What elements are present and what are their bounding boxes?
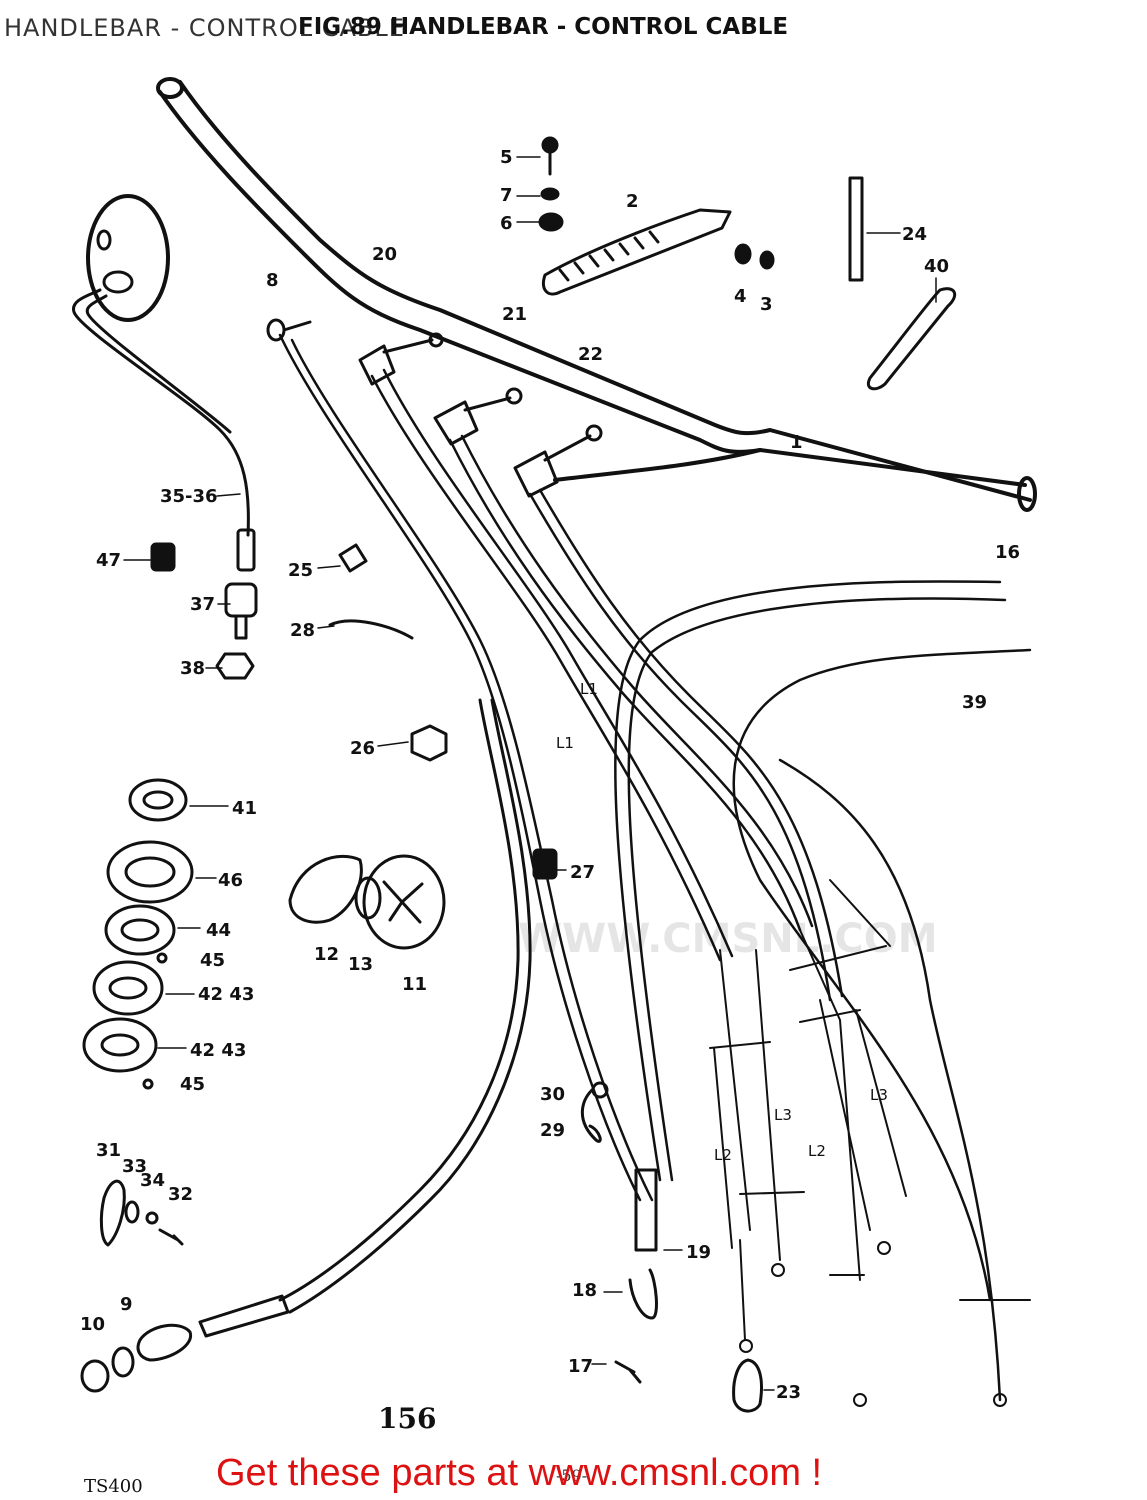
label-part-2: 2 <box>626 191 639 212</box>
switch-assembly <box>288 854 446 950</box>
label-part-38: 38 <box>180 658 205 679</box>
label-length-l3-a: L3 <box>774 1106 792 1124</box>
label-part-18: 18 <box>572 1280 597 1301</box>
label-length-l2-b: L2 <box>808 1142 826 1160</box>
mirror-assembly <box>72 194 258 680</box>
label-part-5: 5 <box>500 147 513 168</box>
label-length-l2-a: L2 <box>714 1146 732 1164</box>
label-part-42-43-lower: 42 43 <box>190 1040 246 1061</box>
figure-caption: FIG.89 HANDLEBAR - CONTROL CABLE <box>298 14 789 40</box>
watermark: WWW.CMSNL.COM <box>518 916 938 962</box>
label-part-6: 6 <box>500 213 513 234</box>
label-part-35-36: 35-36 <box>160 486 218 507</box>
label-part-45-lower: 45 <box>180 1074 205 1095</box>
label-part-17: 17 <box>568 1356 593 1377</box>
promo-link-text[interactable]: Get these parts at www.cmsnl.com ! <box>216 1452 823 1494</box>
label-part-42-43-upper: 42 43 <box>198 984 254 1005</box>
label-part-26: 26 <box>350 738 375 759</box>
label-length-l3-b: L3 <box>870 1086 888 1104</box>
label-part-1: 1 <box>790 432 803 453</box>
label-part-46: 46 <box>218 870 243 891</box>
label-part-40: 40 <box>924 256 949 277</box>
label-part-12: 12 <box>314 944 339 965</box>
label-part-27: 27 <box>570 862 595 883</box>
label-part-30: 30 <box>540 1084 565 1105</box>
label-part-32: 32 <box>168 1184 193 1205</box>
label-length-l1-b: L1 <box>556 734 574 752</box>
footer-reference: -59- <box>556 1466 588 1485</box>
label-part-47: 47 <box>96 550 121 571</box>
label-part-10: 10 <box>80 1314 105 1335</box>
part-labels: 1 2 3 4 5 6 7 8 9 10 11 12 13 16 17 18 1… <box>80 147 1020 1403</box>
cable-guides <box>266 318 603 498</box>
label-part-16: 16 <box>995 542 1020 563</box>
label-part-37: 37 <box>190 594 215 615</box>
label-part-19: 19 <box>686 1242 711 1263</box>
label-part-39: 39 <box>962 692 987 713</box>
throttle-cable <box>80 698 532 1393</box>
label-part-4: 4 <box>734 286 747 307</box>
leader-lines <box>123 156 937 1391</box>
label-part-3: 3 <box>760 294 773 315</box>
label-part-11: 11 <box>402 974 427 995</box>
label-part-34: 34 <box>140 1170 165 1191</box>
label-part-29: 29 <box>540 1120 565 1141</box>
label-part-22: 22 <box>578 344 603 365</box>
label-part-24: 24 <box>902 224 927 245</box>
label-part-25: 25 <box>288 560 313 581</box>
control-cables <box>278 333 1032 1402</box>
label-part-23: 23 <box>776 1382 801 1403</box>
page-number: 156 <box>378 1402 437 1435</box>
label-part-33: 33 <box>122 1156 147 1177</box>
label-length-l1-a: L1 <box>580 680 598 698</box>
label-part-45-upper: 45 <box>200 950 225 971</box>
cable-ends-and-dimensions <box>709 879 1031 1407</box>
label-part-20: 20 <box>372 244 397 265</box>
label-part-7: 7 <box>500 185 513 206</box>
page-title: HANDLEBAR - CONTROL CABLE <box>4 14 405 42</box>
small-fittings <box>99 543 763 1413</box>
handlebar <box>156 77 1037 512</box>
label-part-31: 31 <box>96 1140 121 1161</box>
seal-stack <box>82 778 194 1090</box>
label-part-28: 28 <box>290 620 315 641</box>
label-part-44: 44 <box>206 920 231 941</box>
label-part-9: 9 <box>120 1294 133 1315</box>
label-part-41: 41 <box>232 798 257 819</box>
label-part-13: 13 <box>348 954 373 975</box>
model-code: TS400 <box>84 1476 143 1497</box>
lever-perch-parts <box>538 136 957 391</box>
label-part-21: 21 <box>502 304 527 325</box>
label-part-8: 8 <box>266 270 279 291</box>
